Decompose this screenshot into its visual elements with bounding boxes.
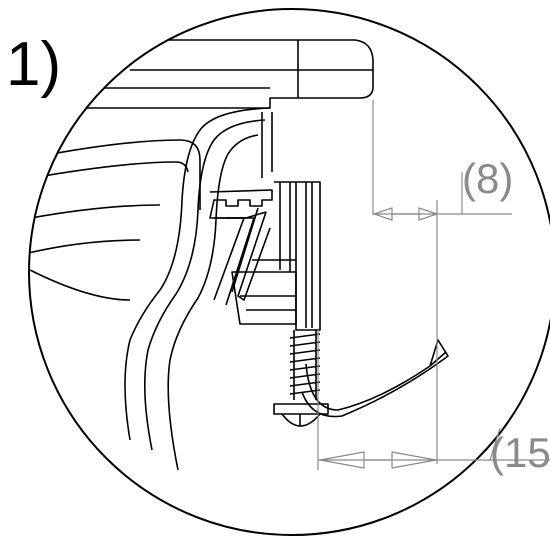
detail-circle	[28, 8, 550, 536]
basin-profile	[29, 107, 273, 471]
clamp-body	[231, 181, 321, 331]
step-label: 1)	[6, 30, 62, 99]
threaded-screw	[273, 330, 329, 427]
dimension-lines	[317, 100, 550, 470]
hook-wire	[301, 339, 449, 418]
mounting-bracket	[209, 189, 273, 306]
dimension-label-top: (8)	[462, 155, 514, 202]
top-plate	[79, 39, 374, 109]
dimension-label-bottom: (15	[490, 429, 550, 476]
